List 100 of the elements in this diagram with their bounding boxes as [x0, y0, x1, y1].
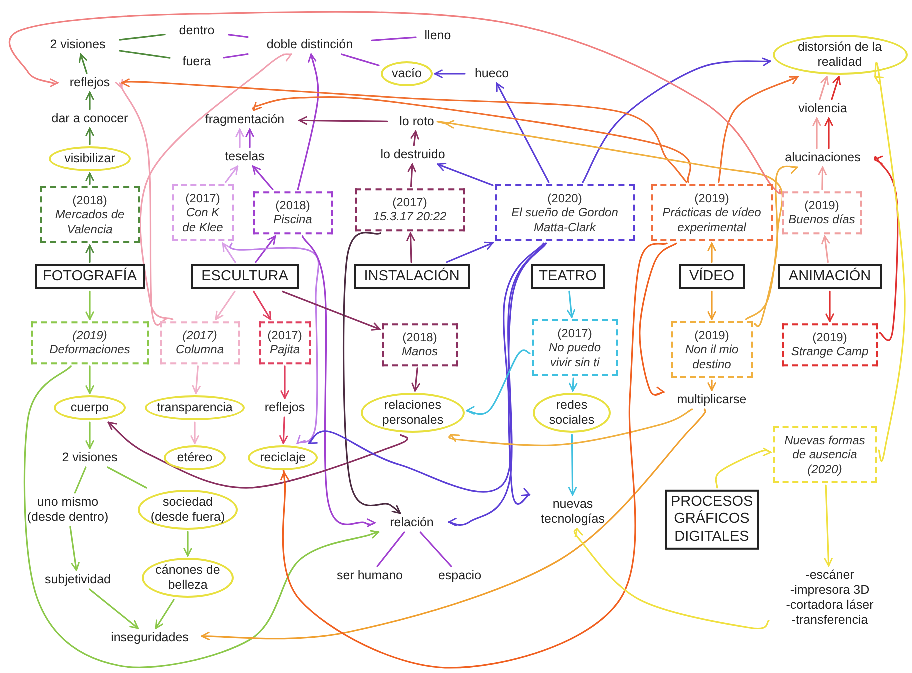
circled-term: distorsión de la realidad	[772, 35, 908, 75]
artwork-year: (2017)	[182, 328, 218, 343]
artwork-box	[259, 322, 311, 364]
artwork-box	[782, 324, 878, 366]
artwork-box	[160, 322, 240, 364]
artwork-title: Prácticas de vídeo experimental	[662, 206, 762, 235]
artwork-title: Con K de Klee	[182, 206, 224, 235]
artwork-box	[355, 188, 465, 232]
artwork-year: Nuevas formas de ausencia	[784, 433, 866, 462]
concept-label: doble distinción	[250, 38, 370, 52]
arrow	[568, 434, 578, 496]
arrow	[302, 236, 376, 529]
arrow	[496, 82, 550, 184]
artwork-box	[671, 321, 753, 379]
connector-line	[376, 532, 406, 568]
concept-label: ser humano	[330, 568, 410, 584]
circled-term: sociedad (desde fuera)	[138, 490, 238, 530]
circled-term: visibilizar	[49, 146, 131, 172]
arrow	[508, 242, 548, 505]
arrow	[215, 290, 236, 320]
artwork-year: (2018)	[72, 193, 108, 208]
arrow	[754, 164, 798, 328]
artwork-title: El sueño de Gordon Matta-Clark	[510, 206, 620, 235]
arrow	[708, 380, 716, 392]
list-item: -transferencia	[790, 613, 870, 628]
arrow	[566, 290, 576, 318]
concept-label: violencia	[786, 102, 860, 116]
arrow	[8, 11, 782, 195]
circled-term: reciclaje	[248, 446, 318, 470]
arrow	[252, 166, 274, 190]
concept-label: uno mismo (desde dentro)	[22, 495, 114, 525]
list-item: -escáner	[804, 568, 856, 583]
artwork-title: Pajita	[268, 343, 302, 358]
arrow	[448, 408, 694, 446]
arrow	[406, 232, 416, 264]
connector-line	[107, 466, 148, 489]
arrow	[819, 76, 830, 100]
arrow	[24, 366, 380, 668]
artwork-box	[172, 184, 234, 242]
arrow	[448, 242, 546, 528]
connector-line	[223, 54, 249, 59]
arrow	[639, 242, 678, 398]
arrow	[236, 128, 244, 148]
artwork-year: (2018)	[402, 330, 438, 345]
arrow	[569, 378, 578, 392]
arrow	[190, 422, 200, 444]
arrow	[252, 96, 692, 184]
artwork-title: 15.3.17 20:22	[372, 210, 448, 224]
circled-term: cánones de belleza	[142, 558, 234, 598]
arrow	[86, 422, 94, 450]
concept-label: lo roto	[390, 114, 444, 130]
artwork-box	[782, 192, 862, 234]
artwork-box	[532, 319, 618, 377]
arrow	[230, 242, 320, 444]
connector-line	[228, 34, 249, 38]
arrow	[410, 130, 420, 146]
circled-term: redes sociales	[533, 393, 611, 433]
list-item: -cortadora láser	[785, 598, 875, 613]
artwork-year: (2019)	[804, 198, 840, 213]
arrow	[192, 366, 201, 394]
arrow	[282, 290, 381, 331]
arrow	[79, 54, 88, 74]
arrow	[824, 118, 834, 150]
artwork-box	[31, 322, 149, 364]
arrow	[708, 242, 716, 264]
arrow	[466, 350, 531, 416]
arrow	[298, 116, 388, 126]
arrow	[342, 232, 402, 514]
arrow	[86, 244, 94, 264]
concept-label: inseguridades	[100, 630, 200, 646]
arrow	[121, 78, 688, 184]
category-box: ESCULTURA	[191, 264, 299, 290]
concept-label: dar a conocer	[40, 112, 140, 126]
arrow	[89, 588, 139, 630]
artwork-year: (2018)	[274, 198, 312, 213]
category-box: INSTALACIÓN	[354, 264, 470, 290]
artwork-year: (2019)	[694, 328, 730, 343]
arrow	[408, 164, 416, 188]
category-box: PROCESOS GRÁFICOS DIGITALES	[665, 490, 759, 550]
arrow	[582, 58, 772, 184]
arrow	[708, 290, 716, 320]
artwork-box	[40, 186, 140, 244]
arrow	[184, 531, 192, 557]
artwork-title: Non il mio destino	[684, 342, 740, 372]
artwork-box	[495, 184, 635, 242]
arrow	[246, 128, 254, 148]
concept-label: subjetividad	[36, 572, 120, 588]
concept-label: dentro	[167, 24, 227, 38]
category-box: ANIMACIÓN	[778, 264, 882, 290]
arrow	[86, 128, 94, 146]
artwork-box	[773, 426, 877, 484]
artwork-year: Columna	[174, 343, 226, 358]
circled-term: cuerpo	[54, 396, 126, 420]
arrow	[140, 52, 292, 320]
arrow	[831, 76, 842, 100]
arrow	[253, 290, 272, 320]
arrow	[437, 162, 494, 186]
artwork-year: (2017)	[266, 328, 304, 343]
list-item: -impresora 3D	[789, 583, 871, 598]
arrow	[70, 526, 80, 572]
